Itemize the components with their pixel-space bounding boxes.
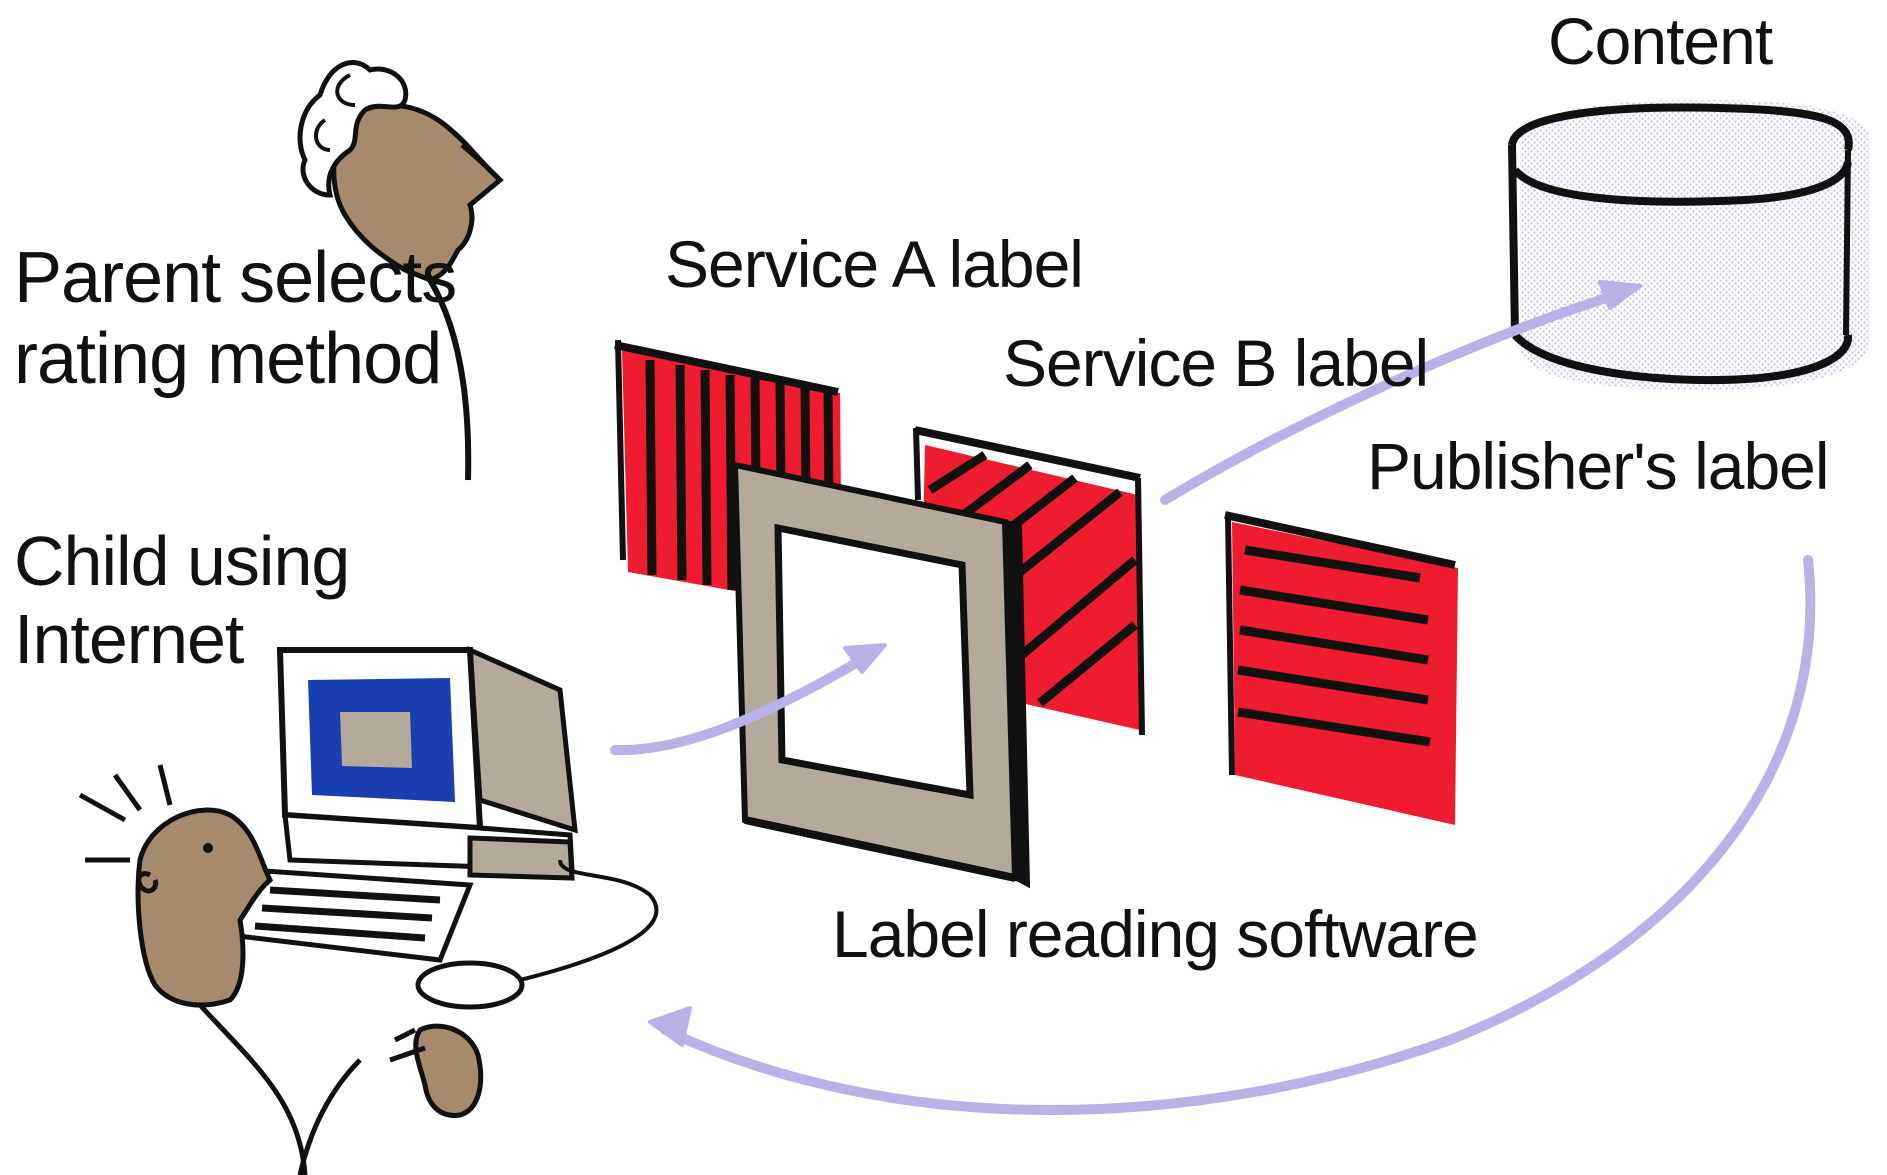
parent-nose: [460, 143, 502, 182]
parent-head: [331, 102, 504, 283]
parent-body-line: [427, 278, 472, 481]
parent-hair: [297, 60, 409, 198]
flow-arrows: [610, 287, 1816, 1115]
child-label-line1: Child using: [14, 522, 350, 600]
publisher-card: [1224, 511, 1458, 825]
arrowhead-child: [648, 1006, 692, 1047]
parent-label-line2: rating method: [14, 318, 442, 399]
child-label: Child using Internet: [14, 522, 350, 679]
software-label: Label reading software: [832, 897, 1479, 971]
arrowhead-content: [1598, 280, 1642, 310]
arrowheads: [648, 280, 1642, 1047]
mouse: [415, 960, 525, 1010]
publisher-label: Publisher's label: [1367, 429, 1830, 503]
service-a-label: Service A label: [665, 227, 1084, 301]
software-frame-icon: [731, 461, 1031, 889]
arrow-return-to-child: [660, 555, 1816, 1115]
service-b-label: Service B label: [1003, 326, 1429, 400]
parent-label-line1: Parent selects: [14, 238, 457, 318]
parent-figure-icon: [297, 60, 504, 481]
arrowhead-software: [843, 643, 887, 674]
parent-hair-curl: [314, 73, 356, 152]
parent-label: Parent selects rating method: [14, 238, 457, 399]
child-label-line2: Internet: [14, 600, 244, 679]
content-label: Content: [1548, 4, 1773, 78]
computer-icon: [226, 646, 659, 1010]
child-eye: [203, 843, 213, 853]
child-hand: [413, 1023, 484, 1118]
child-figure-icon: [78, 764, 484, 1175]
arrow-child-to-software: [610, 650, 875, 756]
database-cylinder-icon: [1508, 100, 1870, 390]
child-head: [135, 807, 274, 1008]
arrow-software-to-content: [1160, 287, 1630, 505]
